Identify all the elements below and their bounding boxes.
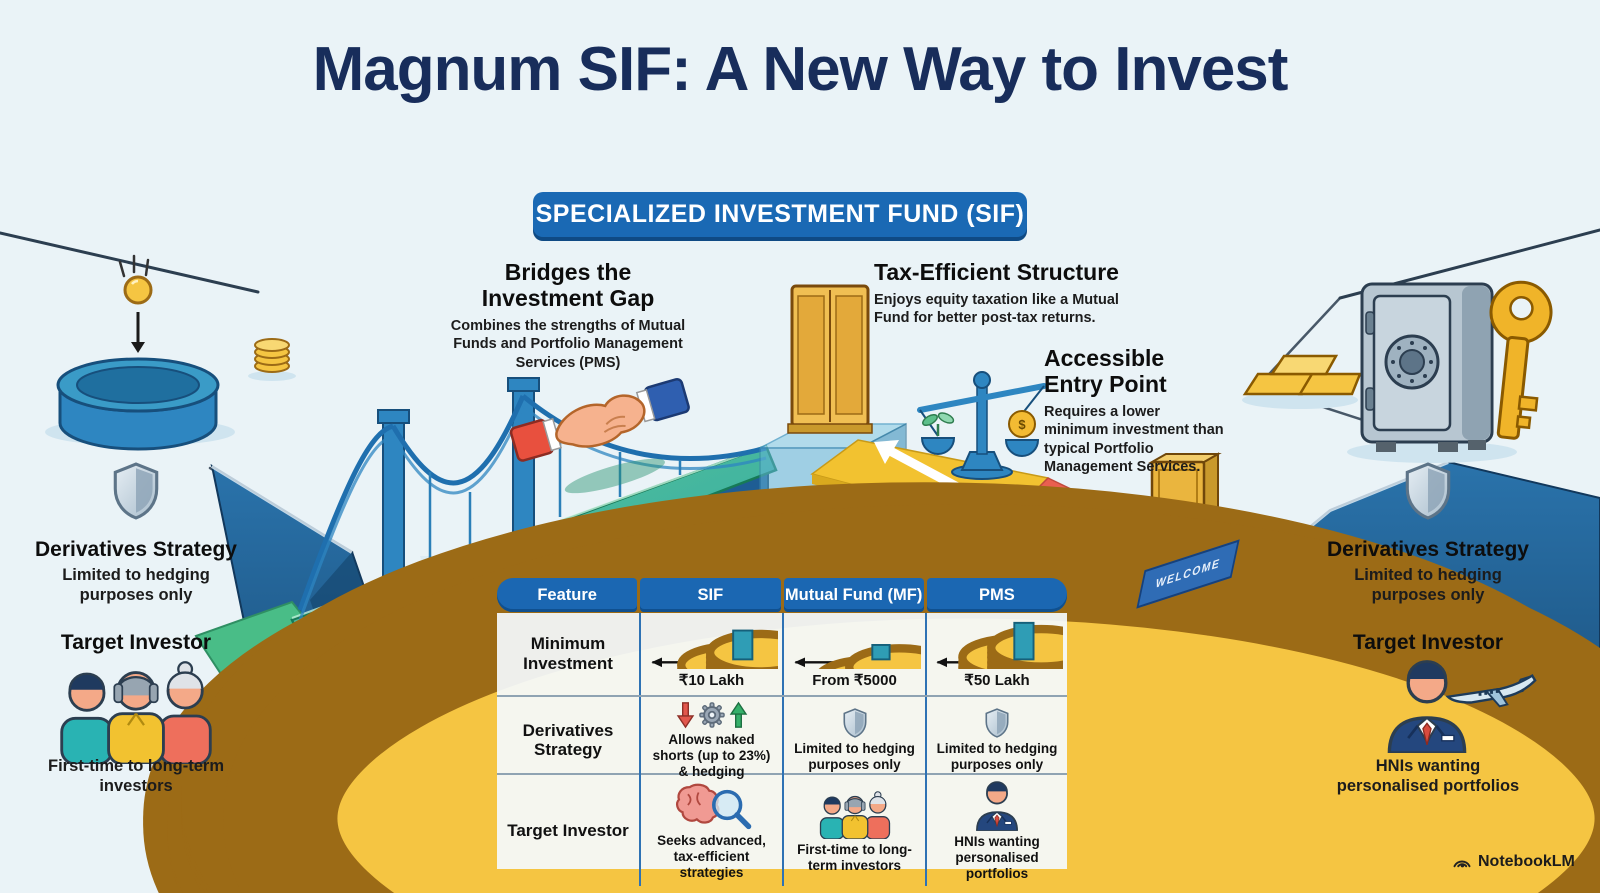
comparison-table: Feature SIF Mutual Fund (MF) PMS Minimum…	[497, 578, 1067, 886]
handshake-icon	[509, 377, 690, 494]
feature-entry-point: Accessible Entry Point Requires a lower …	[1044, 345, 1226, 477]
table-body: Minimum Investment ₹10 Lakh	[497, 613, 1067, 886]
coins-bar-chart-icon	[793, 644, 921, 669]
header-mutual-fund: Mutual Fund (MF)	[783, 578, 924, 612]
entry-heading-line2: Entry Point	[1044, 370, 1167, 397]
cell-min-mf: From ₹5000	[782, 613, 925, 695]
cell-deriv-pms: Limited to hedging purposes only	[925, 697, 1067, 784]
left-target-heading: Target Investor	[60, 631, 212, 654]
table-row: Minimum Investment ₹10 Lakh	[497, 613, 1067, 695]
right-target-caption: HNIs wanting personalised portfolios	[1336, 757, 1520, 796]
row-target-label: Target Investor	[507, 820, 629, 840]
gold-bars-icon	[1242, 354, 1362, 409]
cell-target-pms: HNIs wanting personalised portfolios	[925, 775, 1067, 886]
table-header-row: Feature SIF Mutual Fund (MF) PMS	[497, 578, 1067, 612]
investor-group-icon	[814, 787, 896, 839]
right-derivatives-sub: Limited to hedging purposes only	[1354, 566, 1502, 605]
sif-banner-label: SPECIALIZED INVESTMENT FUND (SIF)	[535, 200, 1025, 228]
sif-banner: SPECIALIZED INVESTMENT FUND (SIF)	[533, 192, 1027, 237]
coin-bowl-icon	[45, 254, 1600, 893]
golden-gate-door-icon	[787, 284, 873, 434]
shield-icon	[113, 462, 159, 520]
green-up-arrow-icon	[729, 701, 748, 729]
shield-icon	[1405, 462, 1451, 520]
key-icon	[1489, 280, 1553, 440]
left-derivatives-sub: Limited to hedging purposes only	[62, 566, 210, 605]
feature-bridges-gap: Bridges the Investment Gap Combines the …	[443, 259, 693, 372]
bridge-subtext: Combines the strengths of Mutual Funds a…	[450, 317, 686, 371]
coin-stack-icon	[248, 338, 296, 381]
businessman-icon	[974, 779, 1020, 831]
coins-bar-chart-icon	[650, 629, 778, 669]
tax-heading: Tax-Efficient Structure	[874, 259, 1119, 285]
header-sif: SIF	[640, 578, 781, 612]
cell-min-pms: ₹50 Lakh	[925, 613, 1067, 695]
feature-tax-efficient: Tax-Efficient Structure Enjoys equity ta…	[874, 259, 1126, 328]
balance-scale-icon: $	[917, 371, 1047, 480]
row-derivatives-label: Derivatives Strategy	[522, 720, 614, 760]
notebooklm-logo-icon	[1453, 860, 1471, 868]
right-derivatives-heading: Derivatives Strategy	[1327, 538, 1529, 561]
svg-text:$: $	[1018, 417, 1026, 432]
entry-heading-line1: Accessible	[1044, 345, 1165, 371]
cell-target-mf: First-time to long-term investors	[782, 775, 925, 886]
header-pms: PMS	[926, 578, 1067, 612]
table-row: Derivatives Strategy Allows naked shorts…	[497, 695, 1067, 784]
page-title: Magnum SIF: A New Way to Invest	[312, 35, 1289, 104]
table-row: Target Investor Seeks advanced, tax-effi…	[497, 773, 1067, 886]
entry-subtext: Requires a lower minimum investment than…	[1044, 403, 1224, 476]
left-derivatives-heading: Derivatives Strategy	[35, 538, 237, 561]
row-min-investment-label: Minimum Investment	[523, 634, 613, 673]
brain-magnifier-icon	[670, 780, 754, 830]
shield-icon	[984, 708, 1010, 738]
bridge-heading-line2: Investment Gap	[481, 284, 655, 311]
cell-deriv-mf: Limited to hedging purposes only	[782, 697, 925, 784]
left-target-caption: First-time to long-term investors	[48, 757, 224, 796]
cell-min-sif: ₹10 Lakh	[639, 613, 782, 695]
right-target-heading: Target Investor	[1352, 631, 1504, 654]
gear-icon	[699, 702, 725, 728]
cell-target-sif: Seeks advanced, tax-efficient strategies	[639, 775, 782, 886]
notebooklm-watermark: NotebookLM	[1452, 852, 1575, 872]
cell-deriv-sif: Allows naked shorts (up to 23%) & hedgin…	[639, 697, 782, 784]
bridge-heading-line1: Bridges the	[504, 259, 632, 285]
red-down-arrow-icon	[676, 701, 695, 729]
header-feature: Feature	[497, 578, 638, 612]
watermark-label: NotebookLM	[1478, 853, 1575, 870]
coins-bar-chart-icon	[936, 621, 1063, 669]
tax-subtext: Enjoys equity taxation like a Mutual Fun…	[874, 291, 1119, 327]
shield-icon	[842, 708, 868, 738]
safe-icon	[1347, 282, 1517, 463]
